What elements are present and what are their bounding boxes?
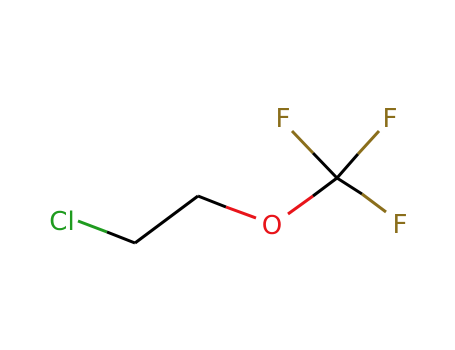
bond-c1-c2 xyxy=(134,194,199,245)
bond-c3-f2 xyxy=(335,129,381,179)
atom-label-f3: F xyxy=(393,210,408,240)
bond-c2-o xyxy=(197,194,257,220)
bond-c3-f1 xyxy=(290,129,339,180)
atom-label-o: O xyxy=(262,211,282,241)
bond-cl-c1 xyxy=(77,219,136,245)
bond-o-c3 xyxy=(287,176,338,216)
atom-label-f1: F xyxy=(276,104,291,134)
atom-label-f2: F xyxy=(383,104,398,134)
bond-c3-f3 xyxy=(336,176,387,214)
atom-label-cl: Cl xyxy=(49,207,74,237)
